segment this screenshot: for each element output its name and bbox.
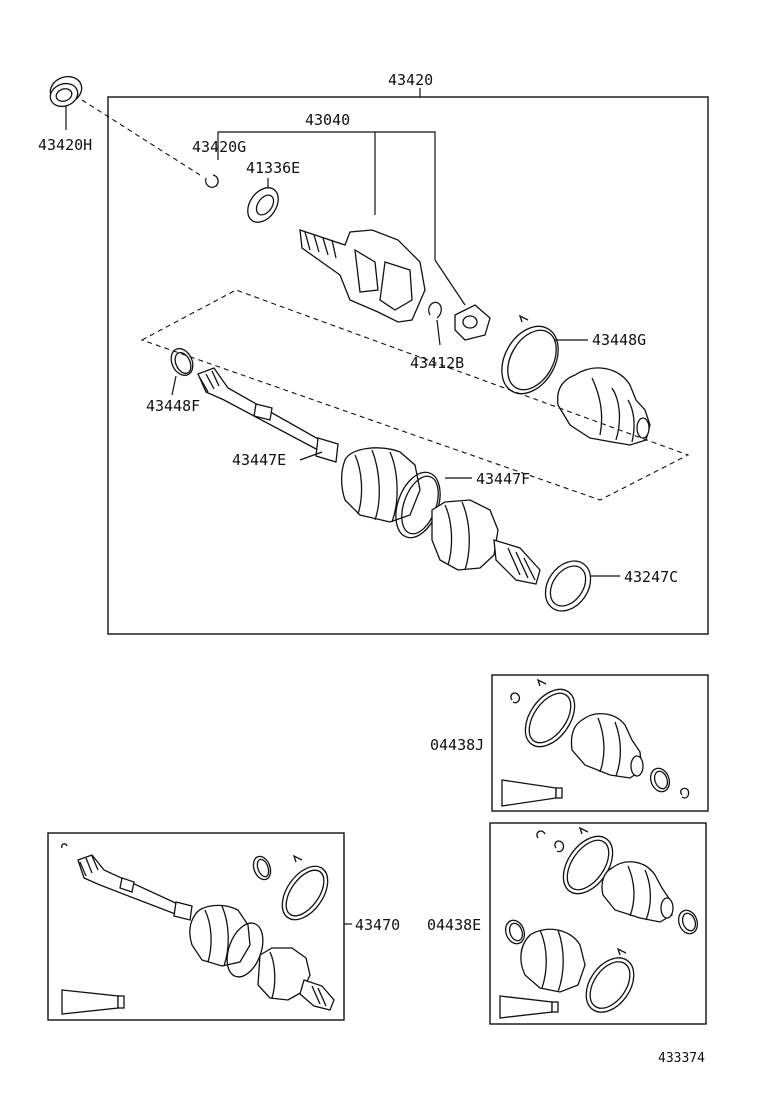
- label-43420[interactable]: 43420: [388, 71, 433, 89]
- outer-joint[interactable]: [431, 499, 541, 585]
- assembly-43420-frame: [107, 88, 709, 635]
- bearing-43420H[interactable]: [47, 72, 201, 176]
- label-43447F[interactable]: 43447F: [476, 470, 530, 488]
- seal-41336E[interactable]: [241, 178, 284, 228]
- label-43420H[interactable]: 43420H: [38, 136, 92, 154]
- label-43448G[interactable]: 43448G: [592, 331, 646, 349]
- inner-boot-assembly[interactable]: [340, 447, 421, 523]
- label-43447E[interactable]: 43447E: [232, 451, 286, 469]
- label-43448F[interactable]: 43448F: [146, 397, 200, 415]
- outboard-boot[interactable]: [556, 367, 651, 446]
- ring-43247C[interactable]: [536, 552, 620, 619]
- subassembly-outline: [140, 289, 690, 501]
- kit-04438E[interactable]: [489, 822, 707, 1025]
- label-04438E[interactable]: 04438E: [427, 916, 481, 934]
- inboard-joint-43040[interactable]: [299, 229, 426, 323]
- label-41336E[interactable]: 41336E: [246, 159, 300, 177]
- label-43247C[interactable]: 43247C: [624, 568, 678, 586]
- label-43470[interactable]: 43470: [355, 916, 400, 934]
- kit-04438J[interactable]: [491, 674, 709, 812]
- leader-43040: [217, 131, 466, 306]
- tripod-joint[interactable]: [454, 304, 491, 341]
- label-43420G[interactable]: 43420G: [192, 138, 246, 156]
- drive-shaft-43447E[interactable]: [197, 367, 339, 463]
- label-04438J[interactable]: 04438J: [430, 736, 484, 754]
- label-43040[interactable]: 43040: [305, 111, 350, 129]
- shaft-assembly-43470[interactable]: [47, 832, 352, 1021]
- snap-ring-43420G[interactable]: [204, 174, 219, 188]
- snap-ring-43412B[interactable]: [428, 301, 442, 346]
- diagram-number: 433374: [658, 1051, 705, 1066]
- clamp-43448F[interactable]: [167, 345, 197, 396]
